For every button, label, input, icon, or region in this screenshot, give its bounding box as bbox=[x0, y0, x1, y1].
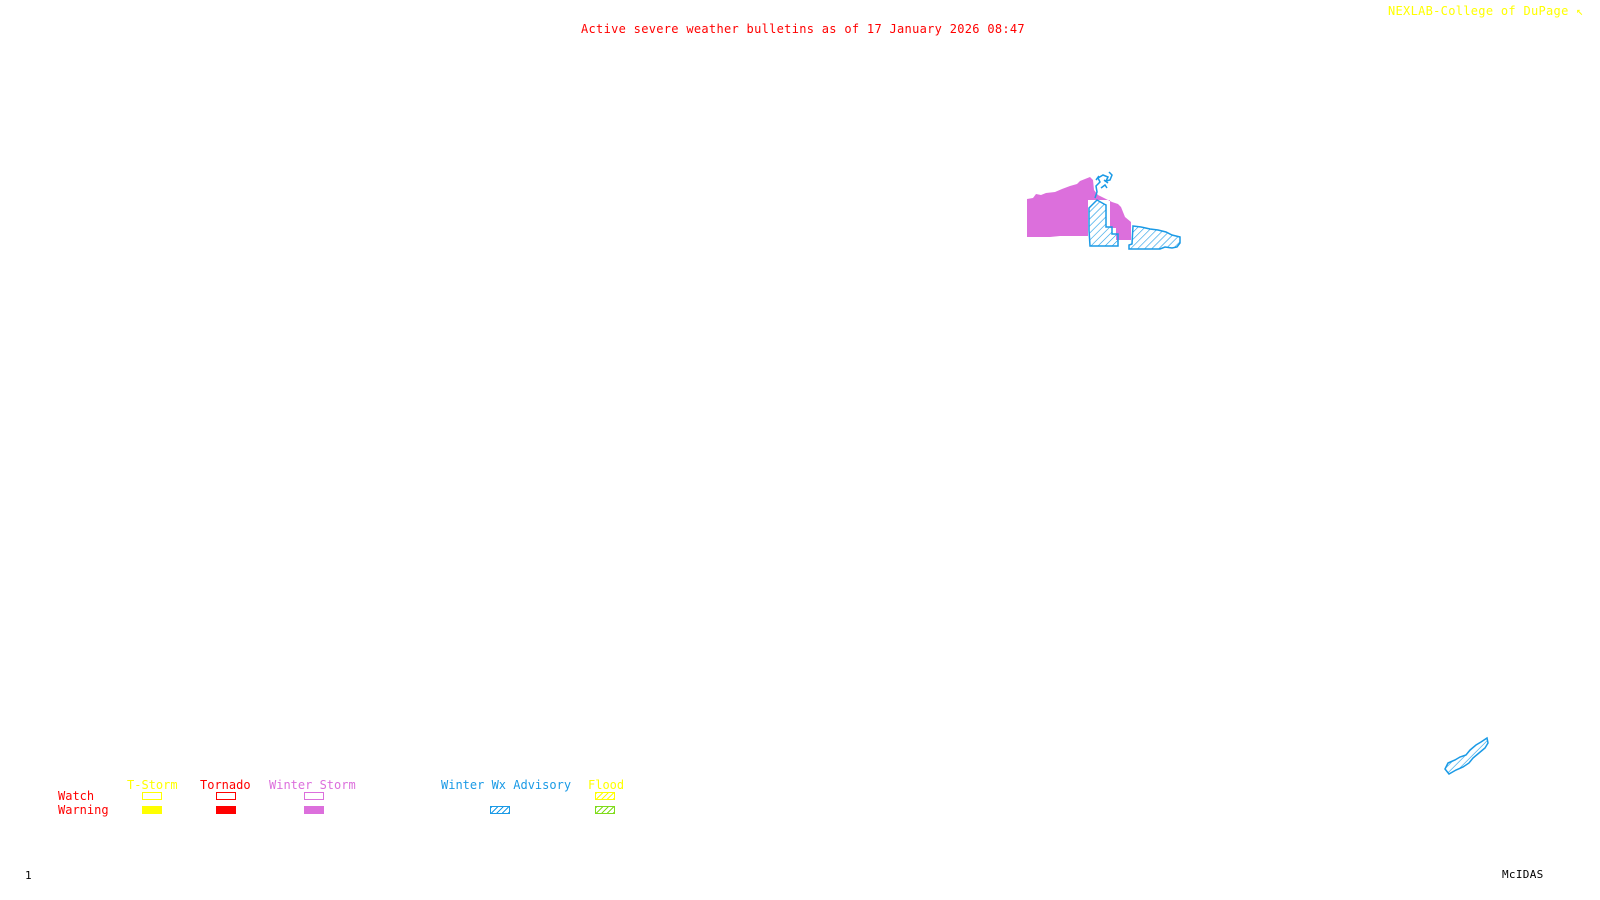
legend-tornado-label: Tornado bbox=[200, 778, 251, 792]
credit-text: NEXLAB-College of DuPage bbox=[1388, 4, 1569, 18]
cursor-arrow-icon: ↖ bbox=[1576, 4, 1584, 18]
frame-number: 1 bbox=[25, 869, 32, 882]
software-label: McIDAS bbox=[1502, 868, 1544, 881]
legend-warning-label: Warning bbox=[58, 803, 109, 817]
tornado-warning-swatch bbox=[216, 806, 236, 814]
legend-flood-label: Flood bbox=[588, 778, 625, 792]
island-outlines bbox=[1094, 171, 1113, 199]
map-title: Active severe weather bulletins as of 17… bbox=[581, 22, 1025, 36]
tstorm-warning-swatch bbox=[142, 806, 162, 814]
legend-winter-wx-advisory-label: Winter Wx Advisory bbox=[441, 778, 572, 792]
winter-wx-advisory-area-1[interactable] bbox=[1088, 199, 1119, 247]
winter-storm-warning-swatch bbox=[304, 806, 324, 814]
winter-storm-warning-area[interactable] bbox=[1027, 177, 1131, 240]
winter-wx-advisory-swatch bbox=[490, 806, 510, 814]
legend-watch-label: Watch bbox=[58, 789, 95, 803]
flood-warning-swatch bbox=[595, 806, 615, 814]
winter-wx-advisory-area-2[interactable] bbox=[1128, 225, 1181, 250]
tornado-watch-swatch bbox=[216, 792, 236, 800]
tstorm-watch-swatch bbox=[142, 792, 162, 800]
winter-storm-watch-swatch bbox=[304, 792, 324, 800]
credit-label: NEXLAB-College of DuPage ↖ bbox=[1388, 5, 1584, 17]
legend-tstorm-label: T-Storm bbox=[127, 778, 178, 792]
flood-watch-swatch bbox=[595, 792, 615, 800]
winter-wx-advisory-area-3[interactable] bbox=[1444, 736, 1489, 775]
legend-winter-storm-label: Winter Storm bbox=[269, 778, 356, 792]
